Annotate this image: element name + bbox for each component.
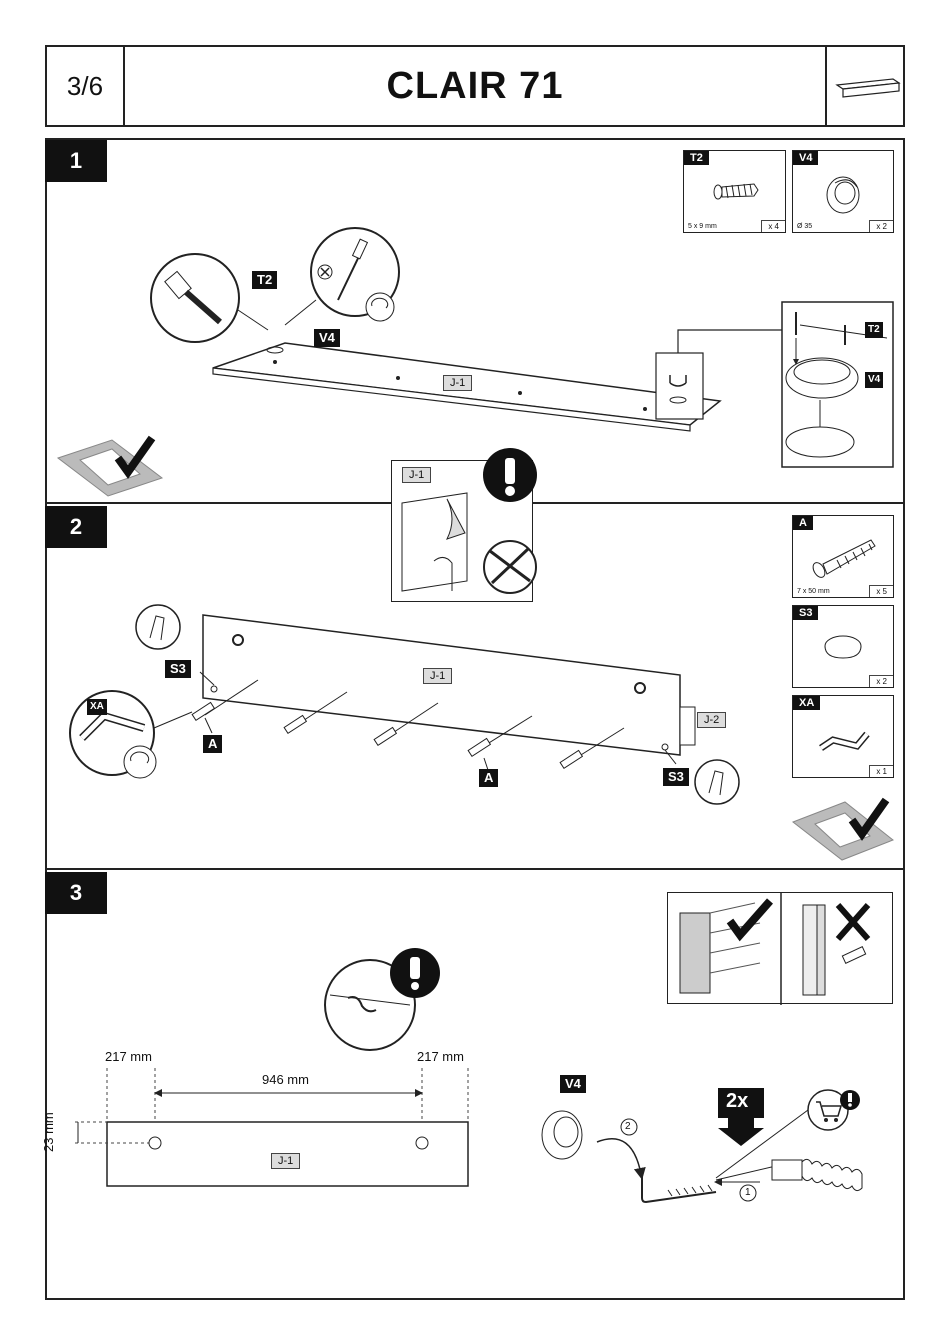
panel-label-j2: J-2	[697, 712, 726, 728]
label-v4: V4	[560, 1075, 586, 1093]
label-s3-right: S3	[663, 768, 689, 786]
label-xa: XA	[87, 699, 107, 715]
dimension-left: 217 mm	[105, 1049, 152, 1064]
rotate-icon	[366, 293, 394, 321]
order-label-2: 2	[625, 1121, 631, 1132]
repeat-count: 2x	[726, 1090, 748, 1113]
panel-label-j1: J-1	[271, 1153, 300, 1169]
detail-label-v4: V4	[865, 372, 883, 388]
label-t2: T2	[252, 271, 277, 289]
step2-illustration	[0, 500, 950, 860]
hook-screw-icon	[642, 1172, 716, 1202]
panel-label-j1: J-1	[423, 668, 452, 684]
label-v4: V4	[314, 329, 340, 347]
label-a-right: A	[479, 769, 498, 787]
rotate-icon	[124, 746, 156, 778]
dimension-right: 217 mm	[417, 1049, 464, 1064]
step1-illustration	[0, 0, 950, 500]
step3-illustration	[0, 870, 950, 1310]
warning-icon	[390, 948, 440, 998]
order-label-1: 1	[745, 1187, 751, 1198]
panel-label-j1: J-1	[443, 375, 472, 391]
label-a-left: A	[203, 735, 222, 753]
hand-press-icon	[136, 605, 180, 649]
warning-icon	[483, 448, 543, 508]
hole-right	[416, 1137, 428, 1149]
warning-icon	[840, 1090, 860, 1110]
cam-lock-icon	[542, 1111, 582, 1159]
label-s3-left: S3	[165, 660, 191, 678]
dimension-span: 946 mm	[262, 1072, 309, 1087]
dimension-height: 23 mm	[41, 1112, 56, 1152]
detail-label-t2: T2	[865, 322, 883, 338]
hole-left	[149, 1137, 161, 1149]
wall-plug-icon	[772, 1159, 862, 1190]
hand-press-icon	[695, 760, 739, 804]
panel-j1	[203, 615, 680, 755]
